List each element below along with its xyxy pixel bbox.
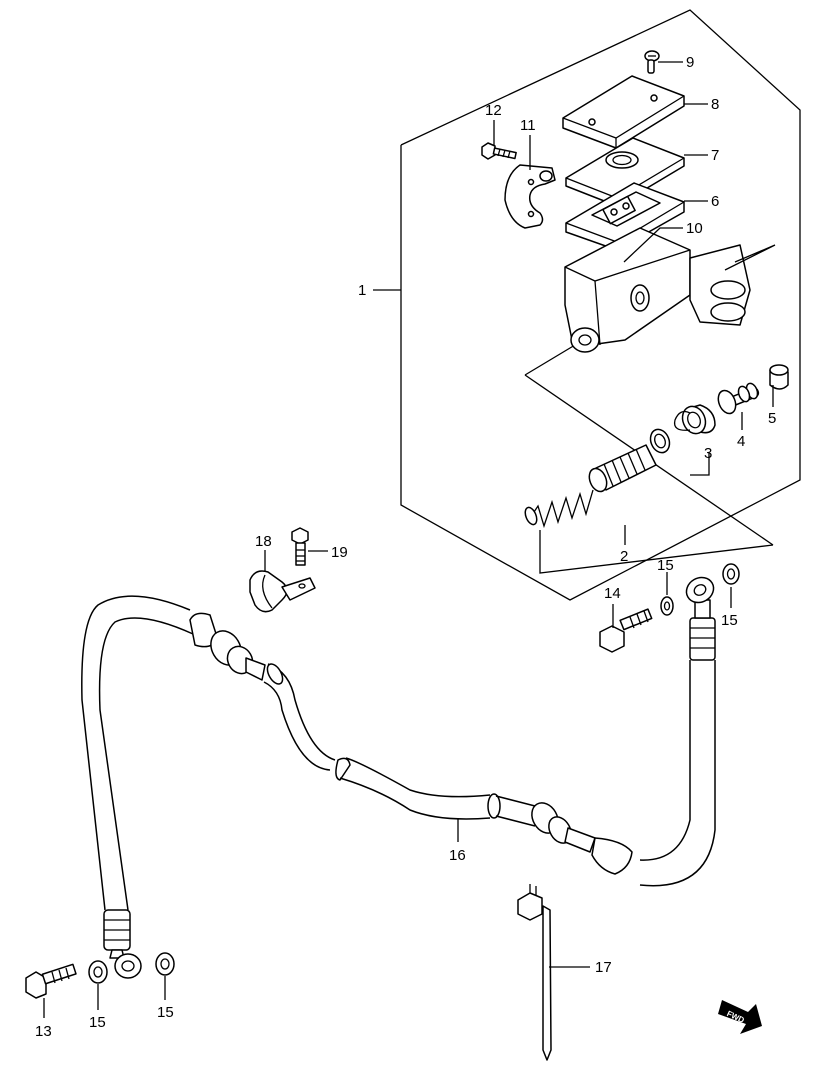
callout-labels: 1 2 3 4 5 6 7 8 9 10 11 12 13 14 15 15 1… xyxy=(35,54,776,1040)
callout-3: 3 xyxy=(704,445,712,462)
callout-5: 5 xyxy=(768,410,776,427)
callout-18: 18 xyxy=(255,533,272,550)
washer-part-15-lower-left xyxy=(88,960,108,984)
bolt-part-19 xyxy=(291,527,309,566)
screw-part-9 xyxy=(644,50,660,74)
callout-13: 13 xyxy=(35,1023,52,1040)
washer-part-15-upper-left xyxy=(660,596,674,616)
callout-15b: 15 xyxy=(721,612,738,629)
union-bolt-part-13 xyxy=(25,963,77,999)
callout-16: 16 xyxy=(449,847,466,864)
clutch-hose-part-16 xyxy=(81,576,716,979)
callout-15a: 15 xyxy=(657,557,674,574)
union-bolt-part-14 xyxy=(599,608,653,653)
callout-9: 9 xyxy=(686,54,694,71)
washer-part-15-lower-right xyxy=(155,952,175,976)
callout-15c: 15 xyxy=(89,1014,106,1031)
diaphragm-part-6 xyxy=(565,182,685,251)
washer-part-15-upper-right xyxy=(722,563,740,585)
spring-part-2 xyxy=(524,489,594,529)
callout-4: 4 xyxy=(737,433,745,450)
reservoir-plate-part-7 xyxy=(565,137,685,207)
callout-15d: 15 xyxy=(157,1004,174,1021)
push-rod-part-4 xyxy=(717,382,760,415)
bolt-part-12 xyxy=(481,142,517,160)
clamp-part-18 xyxy=(249,570,316,613)
callout-12: 12 xyxy=(485,102,502,119)
callout-7: 7 xyxy=(711,147,719,164)
boot-part-5 xyxy=(769,364,789,390)
forward-direction-badge: FWD xyxy=(718,1000,762,1034)
callout-14: 14 xyxy=(604,585,621,602)
leader-lines xyxy=(43,61,774,1018)
callout-11: 11 xyxy=(520,117,536,134)
callout-17: 17 xyxy=(595,959,612,976)
cable-tie-part-17 xyxy=(517,884,552,1061)
callout-2: 2 xyxy=(620,548,628,565)
callout-10: 10 xyxy=(686,220,703,237)
master-cylinder-body-part-1 xyxy=(564,227,776,353)
piston-set-part-3 xyxy=(588,404,716,493)
callout-1: 1 xyxy=(358,282,366,299)
callout-6: 6 xyxy=(711,193,719,210)
callout-19: 19 xyxy=(331,544,348,561)
holder-part-11 xyxy=(504,164,556,229)
reservoir-cap-part-8 xyxy=(562,75,685,149)
callout-8: 8 xyxy=(711,96,719,113)
